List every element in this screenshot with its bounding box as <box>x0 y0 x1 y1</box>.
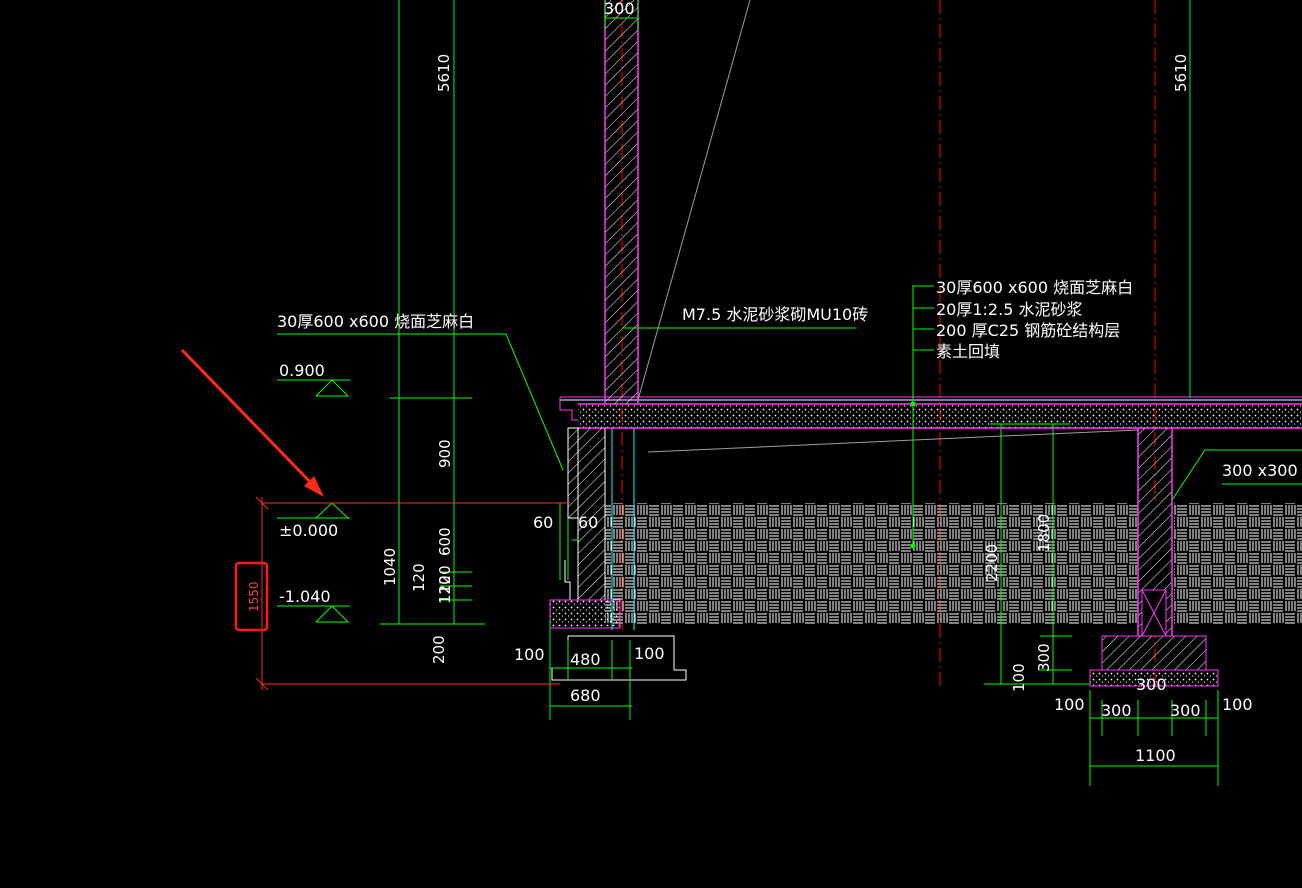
dim-480: 480 <box>570 650 601 669</box>
dim-120-c: 120 <box>436 575 454 604</box>
layer-note-1: 30厚600 x600 烧面芝麻白 <box>936 278 1133 297</box>
dim-100-d: 100 <box>1222 695 1253 714</box>
column-right <box>1089 428 1219 687</box>
dim-300-d: 300 <box>1170 701 1201 720</box>
dim-100-a: 100 <box>514 645 545 664</box>
dim-680: 680 <box>570 686 601 705</box>
floor-slab <box>559 396 1302 429</box>
dim-900: 900 <box>436 439 454 468</box>
dim-1040: 1040 <box>381 548 399 586</box>
dim-300-col: 300 <box>1136 675 1167 694</box>
foundation-wall-left <box>549 427 635 630</box>
red-arrow <box>180 348 324 497</box>
dim-5610-right: 5610 <box>1172 54 1190 92</box>
dim-120-b: 120 <box>436 565 454 594</box>
note-masonry: M7.5 水泥砂浆砌MU10砖 <box>682 305 868 324</box>
masonry-wall <box>604 0 639 404</box>
level-0900: 0.900 <box>279 361 325 380</box>
highlight-1550-text: 1550 <box>247 581 261 612</box>
soil-fill-hatch <box>605 503 1302 624</box>
dim-100-b: 100 <box>634 644 665 663</box>
dim-600: 600 <box>436 527 454 556</box>
dim-100-c: 100 <box>1054 695 1085 714</box>
layer-note-2: 20厚1:2.5 水泥砂浆 <box>936 300 1082 319</box>
layer-note-4: 素土回填 <box>936 342 1000 361</box>
dim-2200: 2200 <box>983 544 1001 582</box>
dim-1100: 1100 <box>1135 746 1176 765</box>
dim-5610-left: 5610 <box>435 54 453 92</box>
note-floor-finish: 30厚600 x600 烧面芝麻白 <box>277 312 474 331</box>
dim-60-a: 60 <box>533 513 553 532</box>
level-0000: ±0.000 <box>279 521 338 540</box>
dim-100-v: 100 <box>1010 663 1028 692</box>
dim-60-b: 60 <box>578 513 598 532</box>
dim-300-c: 300 <box>1101 701 1132 720</box>
level-neg1040: -1.040 <box>279 587 331 606</box>
dim-200: 200 <box>430 635 448 664</box>
beam-300x300: 300 x300 <box>1222 461 1298 480</box>
dim-120-a: 120 <box>410 563 428 592</box>
height-annotation-1550 <box>255 496 570 691</box>
dim-300-v: 300 <box>1035 643 1053 672</box>
highlight-box-1550[interactable] <box>234 561 269 632</box>
leader-lines-grey <box>637 0 1139 453</box>
dim-1800: 1800 <box>1035 514 1053 552</box>
dimension-lines <box>277 0 1302 786</box>
layer-note-3: 200 厚C25 钢筋砼结构层 <box>936 321 1120 340</box>
dim-top-300: 300 <box>604 0 635 18</box>
